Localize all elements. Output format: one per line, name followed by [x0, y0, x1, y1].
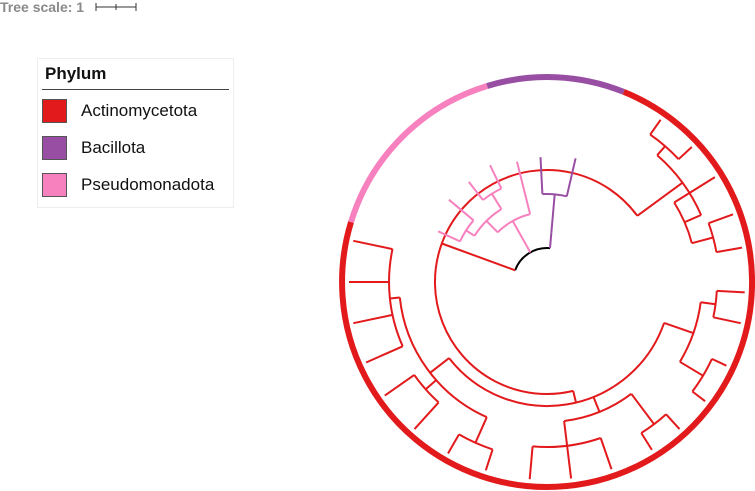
tree-branch [636, 181, 684, 217]
tree-branch [425, 379, 437, 391]
tree-branch [441, 242, 516, 272]
phylum-ring-bacillota [486, 74, 625, 95]
tree-branch [679, 360, 704, 377]
tree-branch [592, 396, 601, 413]
tree-branch [711, 357, 727, 367]
tree-branch [413, 401, 440, 430]
tree-branch [640, 432, 653, 451]
tree-branch [656, 145, 666, 156]
tree-branch [365, 345, 404, 364]
tree-branch [630, 393, 655, 425]
legend-swatch [42, 99, 67, 123]
tree-arc [514, 247, 551, 271]
tree-branch [511, 220, 528, 246]
legend-label: Bacillota [81, 138, 146, 157]
tree-branch [665, 413, 681, 430]
tree-branch [525, 244, 532, 253]
tree-branch [700, 301, 716, 306]
tree-branch [468, 181, 484, 201]
legend-item-pseudomonadota: Pseudomonadota [42, 172, 214, 198]
tree-arc [448, 322, 666, 408]
tree-scale: Tree scale: 1 [0, 0, 140, 16]
tree-branch [663, 321, 694, 335]
tree-branch [465, 229, 476, 237]
tree-branch [572, 390, 577, 403]
legend-divider [42, 89, 229, 90]
tree-branch [708, 213, 734, 225]
legend-label: Pseudomonadota [81, 175, 215, 194]
tree-branch [691, 390, 706, 402]
tree-scale-bar [95, 3, 137, 11]
tree-arc [398, 297, 488, 419]
tree-branch [563, 420, 569, 446]
tree-branch [447, 433, 460, 454]
tree-branch [716, 246, 743, 254]
tree-branch [565, 158, 577, 197]
tree-branch [549, 232, 553, 249]
tree-branch [485, 220, 499, 234]
tree-branch [489, 164, 503, 189]
tree-arc [673, 201, 693, 244]
tree-branch [566, 445, 573, 479]
tree-arc [496, 213, 531, 234]
tree-branch [491, 193, 503, 210]
tree-arc [388, 248, 404, 347]
tree-branch [353, 313, 393, 325]
tree-branch [539, 157, 544, 195]
tree-branch [516, 161, 532, 215]
tree-branch [599, 437, 613, 470]
legend: Phylum Actinomycetota Bacillota Pseudomo… [37, 58, 234, 208]
tree-branch [474, 416, 488, 444]
tree-branch [389, 296, 400, 300]
legend-swatch [42, 136, 67, 160]
tree-branch [691, 236, 714, 245]
tree-branch [528, 446, 534, 480]
legend-title: Phylum [45, 64, 107, 83]
tree-arc [563, 393, 632, 422]
tree-branch [713, 316, 741, 325]
tree-branch [437, 230, 461, 243]
tree-branch [550, 194, 556, 233]
legend-swatch [42, 173, 67, 197]
legend-item-bacillota: Bacillota [42, 135, 145, 161]
tree-arc [433, 169, 639, 396]
tree-branch [673, 176, 716, 204]
tree-branch [484, 449, 494, 471]
tree-scale-label: Tree scale: 1 [0, 0, 85, 15]
tree-branch [429, 357, 450, 374]
tree-branch [448, 198, 475, 222]
legend-label: Actinomycetota [81, 101, 198, 120]
tree-branch [684, 214, 702, 224]
phylum-ring-actinomycetota [339, 89, 755, 490]
tree-branch [384, 374, 415, 397]
legend-item-actinomycetota: Actinomycetota [42, 98, 197, 124]
phylum-ring-pseudomonadota [348, 83, 488, 223]
tree-branch [716, 289, 745, 294]
tree-branch [677, 146, 693, 160]
tree-branch [353, 239, 393, 251]
tree-branch [649, 119, 662, 136]
